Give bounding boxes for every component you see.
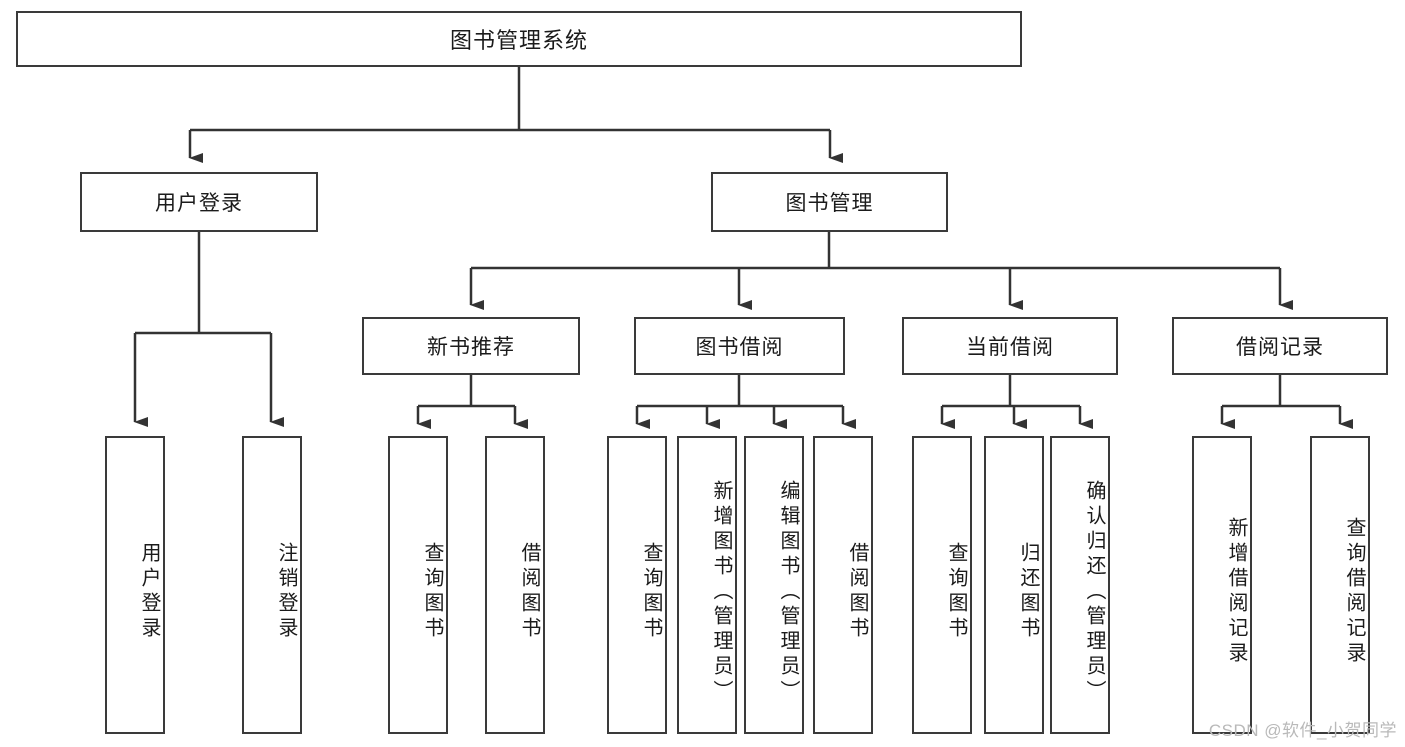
leaf-return-book-label: 归还图书 bbox=[1017, 542, 1039, 642]
leaf-borrow-book-2-label: 借阅图书 bbox=[846, 542, 868, 642]
node-root[interactable]: 图书管理系统 bbox=[16, 11, 1022, 67]
leaf-user-login[interactable]: 用户登录 bbox=[105, 436, 165, 734]
node-current-borrow[interactable]: 当前借阅 bbox=[902, 317, 1118, 375]
leaf-query-book-1[interactable]: 查询图书 bbox=[388, 436, 448, 734]
node-new-book-rec-label: 新书推荐 bbox=[427, 336, 515, 359]
leaf-confirm-return[interactable]: 确认归还（管理员） bbox=[1050, 436, 1110, 734]
node-book-manage[interactable]: 图书管理 bbox=[711, 172, 948, 232]
leaf-add-record[interactable]: 新增借阅记录 bbox=[1192, 436, 1252, 734]
node-book-borrow-label: 图书借阅 bbox=[695, 336, 784, 359]
leaf-query-book-2[interactable]: 查询图书 bbox=[607, 436, 667, 734]
leaf-query-book-3-label: 查询图书 bbox=[945, 542, 967, 642]
node-current-borrow-label: 当前借阅 bbox=[966, 336, 1054, 359]
leaf-edit-book[interactable]: 编辑图书（管理员） bbox=[744, 436, 804, 734]
node-borrow-record[interactable]: 借阅记录 bbox=[1172, 317, 1388, 375]
leaf-borrow-book-2[interactable]: 借阅图书 bbox=[813, 436, 873, 734]
leaf-add-book[interactable]: 新增图书（管理员） bbox=[677, 436, 737, 734]
leaf-query-record[interactable]: 查询借阅记录 bbox=[1310, 436, 1370, 734]
leaf-return-book[interactable]: 归还图书 bbox=[984, 436, 1044, 734]
node-user-login[interactable]: 用户登录 bbox=[80, 172, 318, 232]
leaf-add-book-label: 新增图书（管理员） bbox=[710, 479, 732, 705]
leaf-query-book-2-label: 查询图书 bbox=[640, 542, 662, 642]
leaf-query-book-3[interactable]: 查询图书 bbox=[912, 436, 972, 734]
leaf-borrow-book-1[interactable]: 借阅图书 bbox=[485, 436, 545, 734]
leaf-confirm-return-label: 确认归还（管理员） bbox=[1083, 479, 1105, 705]
node-borrow-record-label: 借阅记录 bbox=[1236, 336, 1324, 359]
leaf-edit-book-label: 编辑图书（管理员） bbox=[777, 479, 799, 705]
leaf-query-record-label: 查询借阅记录 bbox=[1343, 517, 1365, 667]
leaf-user-logout-label: 注销登录 bbox=[275, 542, 297, 642]
leaf-add-record-label: 新增借阅记录 bbox=[1225, 517, 1247, 667]
leaf-query-book-1-label: 查询图书 bbox=[421, 542, 443, 642]
node-new-book-rec[interactable]: 新书推荐 bbox=[362, 317, 580, 375]
node-book-borrow[interactable]: 图书借阅 bbox=[634, 317, 845, 375]
node-book-manage-label: 图书管理 bbox=[785, 192, 874, 215]
leaf-borrow-book-1-label: 借阅图书 bbox=[518, 542, 540, 642]
leaf-user-logout[interactable]: 注销登录 bbox=[242, 436, 302, 734]
node-user-login-label: 用户登录 bbox=[155, 192, 243, 215]
csdn-watermark: CSDN @软件_小贺同学 bbox=[1208, 721, 1397, 740]
leaf-user-login-label: 用户登录 bbox=[138, 542, 160, 642]
node-root-label: 图书管理系统 bbox=[449, 28, 588, 53]
